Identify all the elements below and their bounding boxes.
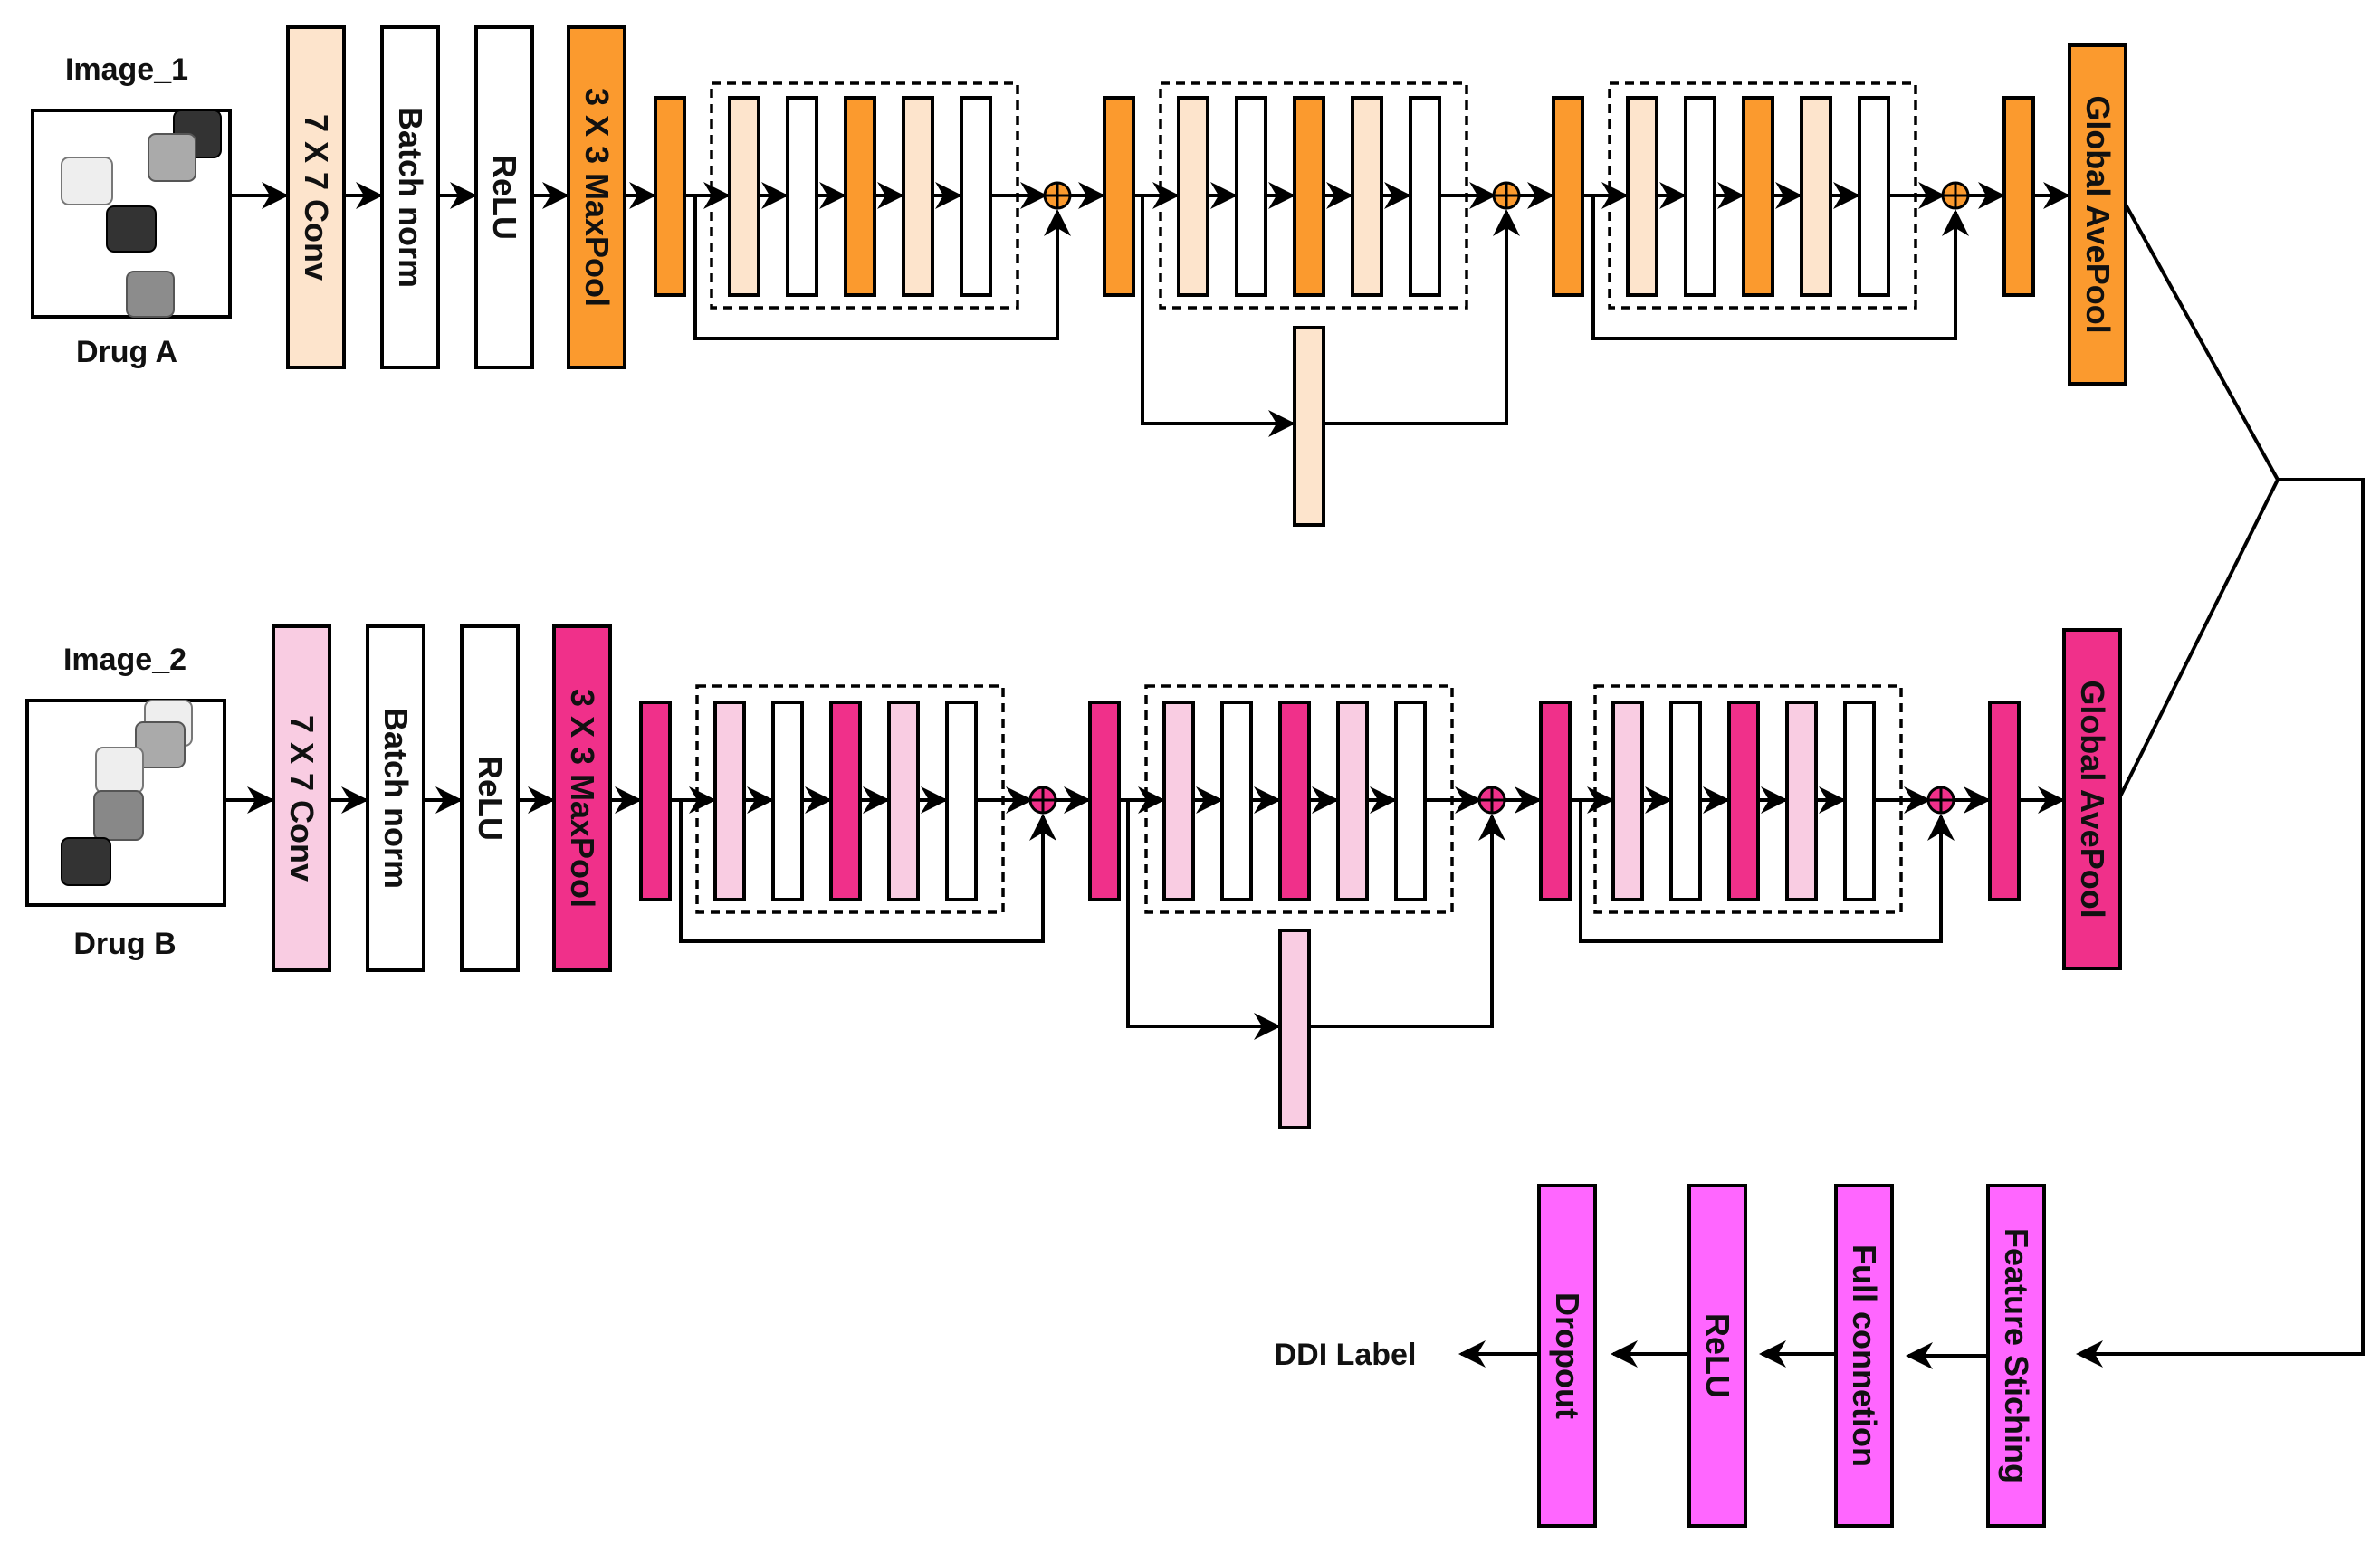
classification-head: Feature Stiching Full connetion ReLU Dro… (1275, 1184, 2046, 1528)
residual-block-1 (654, 81, 1105, 340)
drug-b-image (25, 699, 226, 907)
image-1-label: Image_1 (65, 52, 188, 87)
feature-stitching-label: Feature Stiching (1998, 1228, 2035, 1483)
drug-b-label: Drug B (73, 927, 176, 961)
drug-a-label: Drug A (76, 335, 177, 369)
layer-batchnorm-label: Batch norm (392, 107, 429, 288)
layer-conv-label: 7 X 7 Conv (283, 715, 320, 882)
layer-maxpool (567, 25, 626, 369)
dropout-label: Dropout (1549, 1292, 1586, 1419)
layer-relu (474, 25, 534, 369)
residual-block-2 (1088, 684, 1542, 1129)
merge-connector (2076, 204, 2365, 1368)
ddi-label-output: DDI Label (1275, 1338, 1417, 1372)
branch-drug-a: Image_1 Drug A 7 X 7 Conv Batch norm ReL… (31, 25, 2127, 527)
residual-block-3 (1552, 81, 2005, 340)
layer-batchnorm (366, 624, 425, 972)
dropout-layer (1537, 1184, 1597, 1528)
branch-drug-b: Image_2 Drug B 7 X 7 Conv Batch norm ReL… (25, 624, 2122, 1129)
layer-maxpool-label: 3 X 3 MaxPool (578, 88, 616, 307)
global-avepool-label: Global AvePool (2079, 95, 2117, 333)
final-conv-block (1988, 701, 2021, 901)
final-conv-block (2002, 96, 2035, 297)
layer-maxpool-label: 3 X 3 MaxPool (564, 689, 601, 908)
layer-maxpool (552, 624, 612, 972)
layer-relu (460, 624, 520, 972)
layer-conv-label: 7 X 7 Conv (298, 114, 335, 281)
layer-batchnorm (380, 25, 440, 369)
full-connection-layer (1834, 1184, 1894, 1528)
global-avepool (2068, 43, 2127, 386)
image-2-label: Image_2 (63, 643, 186, 677)
residual-block-2 (1103, 81, 1554, 527)
feature-stitching-layer (1986, 1184, 2046, 1528)
layer-conv (286, 25, 346, 369)
global-avepool (2062, 628, 2122, 970)
residual-block-3 (1539, 684, 1991, 943)
full-connection-label: Full connetion (1846, 1244, 1883, 1467)
global-avepool-label: Global AvePool (2074, 680, 2111, 918)
layer-conv (272, 624, 331, 972)
layer-batchnorm-label: Batch norm (378, 708, 415, 889)
layer-relu-label: ReLU (486, 155, 523, 240)
relu-label: ReLU (1699, 1313, 1736, 1398)
residual-block-1 (639, 684, 1091, 943)
drug-a-image (31, 109, 232, 319)
layer-relu-label: ReLU (472, 756, 509, 841)
